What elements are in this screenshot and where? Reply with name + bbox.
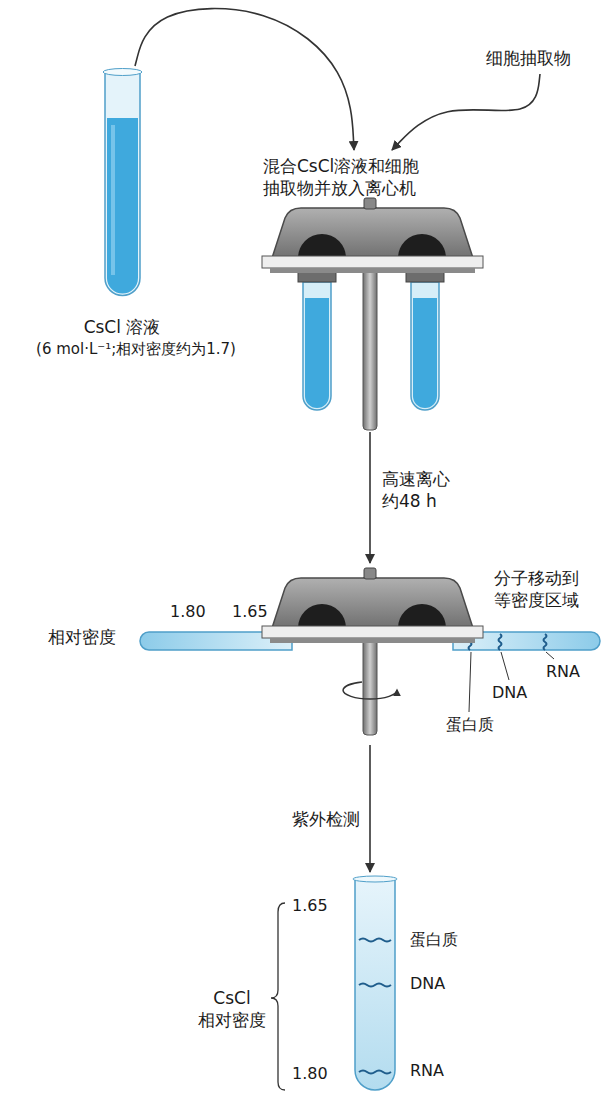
band-label: 蛋白质 xyxy=(446,715,494,736)
test-tube xyxy=(355,879,395,1090)
molecule-band xyxy=(359,1071,391,1074)
text-holder: DNA xyxy=(410,974,445,995)
rotor-rim xyxy=(270,268,475,273)
text-holder: 高速离心 约48 h xyxy=(382,468,454,512)
extract-source: 细胞抽取物 xyxy=(480,43,576,74)
rotor-cap xyxy=(272,208,473,258)
text-holder: 相对密度 xyxy=(48,626,116,648)
text-holder: 1.65 xyxy=(232,602,268,623)
text-holder: 紫外检测 xyxy=(292,808,360,830)
rotor-rim xyxy=(270,638,475,643)
node-text: 蛋白质 xyxy=(410,930,458,951)
centrifuge-tube xyxy=(303,282,331,410)
rotor-window xyxy=(298,604,346,628)
molecule-band xyxy=(359,939,391,942)
range-brace xyxy=(271,903,285,1090)
reagent-tube: CsCl 溶液(6 mol·L⁻¹;相对密度约为1.7) xyxy=(20,66,252,364)
arrow-label: 紫外检测 xyxy=(292,808,360,830)
rotor-knob xyxy=(364,568,376,579)
node-label: 分子移动到等密度区域 xyxy=(494,567,588,611)
tube-liquid xyxy=(413,298,437,408)
density-value: 1.80 xyxy=(292,1064,328,1085)
test-tube xyxy=(105,72,140,296)
text-holder: 1.80 xyxy=(292,1064,328,1085)
tube-lip xyxy=(103,69,142,76)
text-holder: 蛋白质 xyxy=(446,715,494,736)
tube-liquid xyxy=(305,298,329,408)
rotor-window xyxy=(398,604,446,628)
node-label: 细胞抽取物 xyxy=(486,47,571,69)
node-text: DNA xyxy=(410,974,445,995)
leader-line xyxy=(469,652,471,712)
density-value: 1.65 xyxy=(232,602,268,623)
tube-lip xyxy=(353,876,397,882)
arrow-label: 高速离心 约48 h xyxy=(382,468,454,512)
density-value: 1.65 xyxy=(292,896,328,917)
leader-line xyxy=(501,652,509,680)
text-holder: RNA xyxy=(410,1061,444,1082)
tube-liquid xyxy=(107,118,138,294)
flow-arrow xyxy=(392,74,540,150)
rotor-cap xyxy=(272,578,473,628)
rotor-plate xyxy=(262,256,483,268)
flow-arrow xyxy=(135,9,354,150)
text-holder: (6 mol·L⁻¹;相对密度约为1.7) xyxy=(36,340,236,360)
node-label: 混合CsCl溶液和细胞抽取物并放入离心机 xyxy=(263,155,429,199)
text-holder: 细胞抽取物 xyxy=(486,47,571,69)
flow-arrow xyxy=(369,432,371,563)
text-holder: 蛋白质 xyxy=(410,930,458,951)
text-holder: 混合CsCl溶液和细胞抽取物并放入离心机 xyxy=(263,155,429,199)
rotor-window xyxy=(298,234,346,258)
axis-title: 相对密度 xyxy=(48,626,116,648)
rotation-arrow xyxy=(343,690,397,699)
tube-holder xyxy=(298,272,336,282)
text-holder: RNA xyxy=(546,662,580,683)
text-holder: CsCl 相对密度 xyxy=(192,987,272,1031)
centrifuge-tube xyxy=(411,282,439,410)
molecule-band xyxy=(499,634,502,650)
density-value: 1.80 xyxy=(170,602,206,623)
band-label: DNA xyxy=(492,683,527,704)
node-text: (6 mol·L⁻¹;相对密度约为1.7) xyxy=(36,340,236,360)
text-holder: CsCl 溶液 xyxy=(84,316,161,338)
rotor-knob xyxy=(364,198,376,209)
text-holder: 1.65 xyxy=(292,896,328,917)
node-text: CsCl 溶液 xyxy=(84,316,161,338)
tube-highlight xyxy=(111,125,115,275)
gradient-tube: 蛋白质 DNA RNA xyxy=(345,872,475,1092)
text-holder: DNA xyxy=(492,683,527,704)
axis-title: CsCl 相对密度 xyxy=(192,987,272,1031)
centrifuge-spinning: 分子移动到等密度区域 xyxy=(130,563,600,745)
flow-arrow xyxy=(369,745,371,872)
node-text: RNA xyxy=(410,1061,444,1082)
band-label: RNA xyxy=(546,662,580,683)
rotor-plate xyxy=(262,626,483,638)
molecule-band xyxy=(544,634,547,650)
text-holder: 分子移动到等密度区域 xyxy=(494,567,588,611)
centrifuge-loading: 混合CsCl溶液和细胞抽取物并放入离心机 xyxy=(258,150,488,432)
text-holder: 1.80 xyxy=(170,602,206,623)
rotation-arrow xyxy=(343,682,362,690)
molecule-band xyxy=(359,984,391,987)
leader-line xyxy=(546,652,554,659)
rotor-window xyxy=(398,234,446,258)
tube-holder xyxy=(406,272,444,282)
